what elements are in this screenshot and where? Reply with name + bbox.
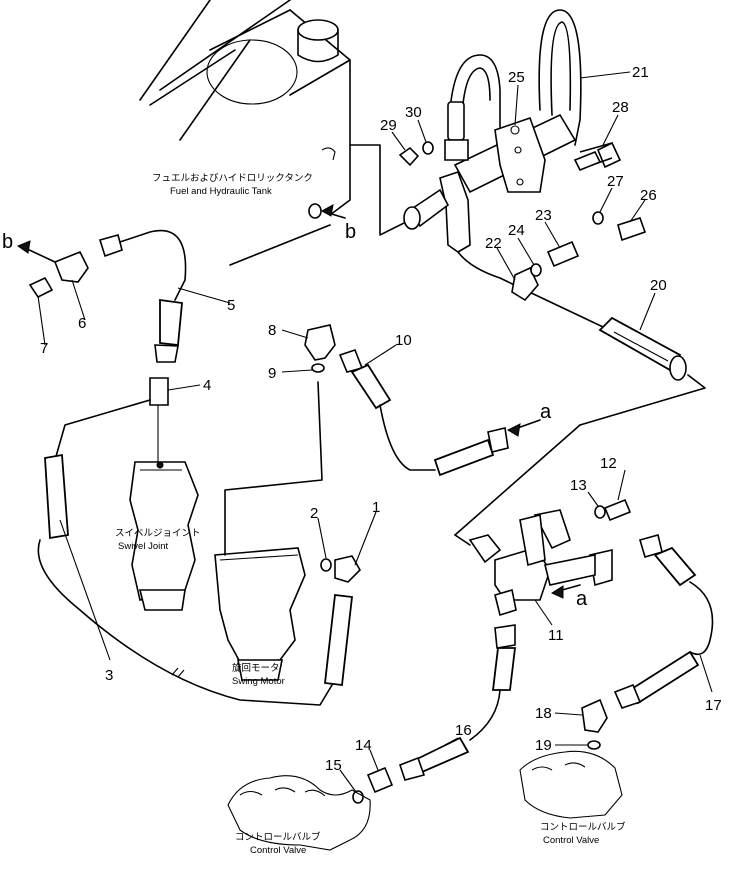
part-number-11: 11 [548, 627, 564, 644]
part-number-28: 28 [612, 99, 629, 116]
part-number-12: 12 [600, 455, 617, 472]
tank-label-en: Fuel and Hydraulic Tank [170, 186, 272, 197]
part-number-13: 13 [570, 477, 587, 494]
connection-label-b-left: b [2, 231, 13, 253]
return-line-assembly [349, 9, 706, 426]
part-number-24: 24 [508, 222, 525, 239]
part-number-26: 26 [640, 187, 657, 204]
part-number-2: 2 [310, 505, 318, 522]
manifold-block: a [454, 424, 632, 617]
motor-label-jp: 旋回モータ [232, 662, 280, 674]
leader-lines [37, 71, 713, 793]
part-number-3: 3 [105, 667, 113, 684]
connection-label-a-bottom: a [576, 588, 588, 610]
tank-label-jp: フュエルおよびハイドロリックタンク [152, 173, 313, 184]
control-valve-right-label-en: Control Valve [543, 835, 599, 846]
part-number-5: 5 [227, 297, 235, 314]
part-number-4: 4 [203, 377, 211, 394]
swivel-line-assembly: b スイベルジョイント Swivel Joint [2, 229, 353, 706]
part-number-6: 6 [78, 315, 86, 332]
control-valve-left-label-jp: コントロールバルブ [235, 831, 321, 843]
control-valve-left-label-en: Control Valve [250, 845, 306, 856]
part-number-14: 14 [355, 737, 372, 754]
swing-motor-assembly: 旋回モータ Swing Motor a [214, 324, 552, 687]
part-number-7: 7 [40, 340, 48, 357]
motor-label-en: Swing Motor [232, 676, 285, 687]
part-number-30: 30 [405, 104, 422, 121]
swivel-label-en: Swivel Joint [118, 541, 169, 552]
part-number-9: 9 [268, 365, 276, 382]
part-number-17: 17 [705, 697, 722, 714]
part-number-21: 21 [632, 64, 649, 81]
connection-label-b-right: b [345, 221, 356, 243]
part-number-27: 27 [607, 173, 624, 190]
part-number-19: 19 [535, 737, 552, 754]
swivel-label-jp: スイベルジョイント [115, 528, 201, 539]
part-number-20: 20 [650, 277, 667, 294]
control-valve-lines: コントロールバルブ Control Valve コントロールバルブ Contro… [227, 534, 714, 856]
part-number-10: 10 [395, 332, 412, 349]
part-number-16: 16 [455, 722, 472, 739]
part-number-25: 25 [508, 69, 525, 86]
connection-label-a-top: a [540, 401, 552, 423]
part-numbers: 1 2 3 4 5 6 7 8 9 10 11 12 13 14 15 16 1… [40, 64, 722, 774]
part-number-8: 8 [268, 322, 276, 339]
control-valve-right-label-jp: コントロールバルブ [540, 821, 626, 833]
fuel-hydraulic-tank: フュエルおよびハイドロリックタンク Fuel and Hydraulic Tan… [139, 0, 356, 266]
part-number-23: 23 [535, 207, 552, 224]
part-number-1: 1 [372, 499, 380, 516]
part-number-29: 29 [380, 117, 397, 134]
part-number-22: 22 [485, 235, 502, 252]
part-number-18: 18 [535, 705, 552, 722]
part-number-15: 15 [325, 757, 342, 774]
